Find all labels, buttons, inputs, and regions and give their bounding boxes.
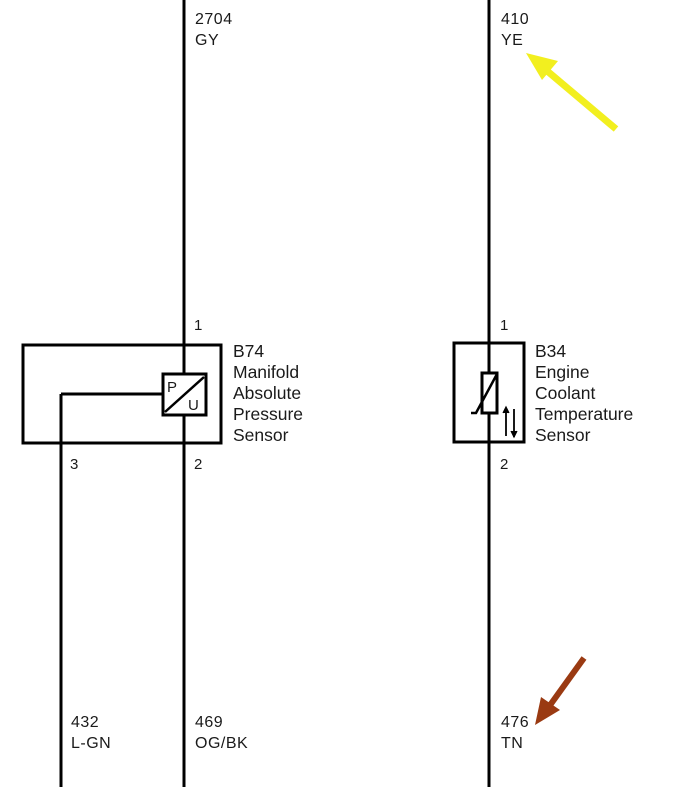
- wire-label-410-circuit: 410: [501, 11, 529, 28]
- wire-label-469-circuit: 469: [195, 714, 223, 731]
- b34-label-line-2: Coolant: [535, 383, 595, 403]
- pressure-symbol-u: U: [188, 397, 199, 414]
- wire-label-432-color: L-GN: [71, 735, 111, 752]
- b34-label-id: B34: [535, 341, 566, 361]
- b34-pin-top: 1: [500, 317, 508, 334]
- wire-label-432-circuit: 432: [71, 714, 99, 731]
- b34-pin-bottom: 2: [500, 456, 508, 473]
- b74-pin-bottom: 2: [194, 456, 202, 473]
- b74-label-line-3: Pressure: [233, 404, 303, 424]
- b74-label-line-1: Manifold: [233, 362, 299, 382]
- b34-label-line-4: Sensor: [535, 425, 591, 445]
- b34-label-line-1: Engine: [535, 362, 590, 382]
- wire-label-410-color: YE: [501, 32, 523, 49]
- b34-label-line-3: Temperature: [535, 404, 633, 424]
- wire-label-476-circuit: 476: [501, 714, 529, 731]
- brown-arrow-icon: [535, 656, 587, 725]
- wire-label-2704-circuit: 2704: [195, 11, 233, 28]
- b74-label-line-4: Sensor: [233, 425, 289, 445]
- wire-label-469-color: OG/BK: [195, 735, 248, 752]
- b74-pin-left: 3: [70, 456, 78, 473]
- b74-component-box: [21, 343, 223, 445]
- pressure-symbol-p: P: [167, 379, 177, 396]
- wire-label-2704-color: GY: [195, 32, 219, 49]
- thermistor-icon: [471, 371, 518, 439]
- pressure-sensor-icon: P U: [161, 372, 208, 417]
- b74-label-line-2: Absolute: [233, 383, 301, 403]
- wire-label-476-color: TN: [501, 735, 523, 752]
- b74-pin-top: 1: [194, 317, 202, 334]
- b74-label-id: B74: [233, 341, 264, 361]
- yellow-arrow-icon: [526, 53, 619, 132]
